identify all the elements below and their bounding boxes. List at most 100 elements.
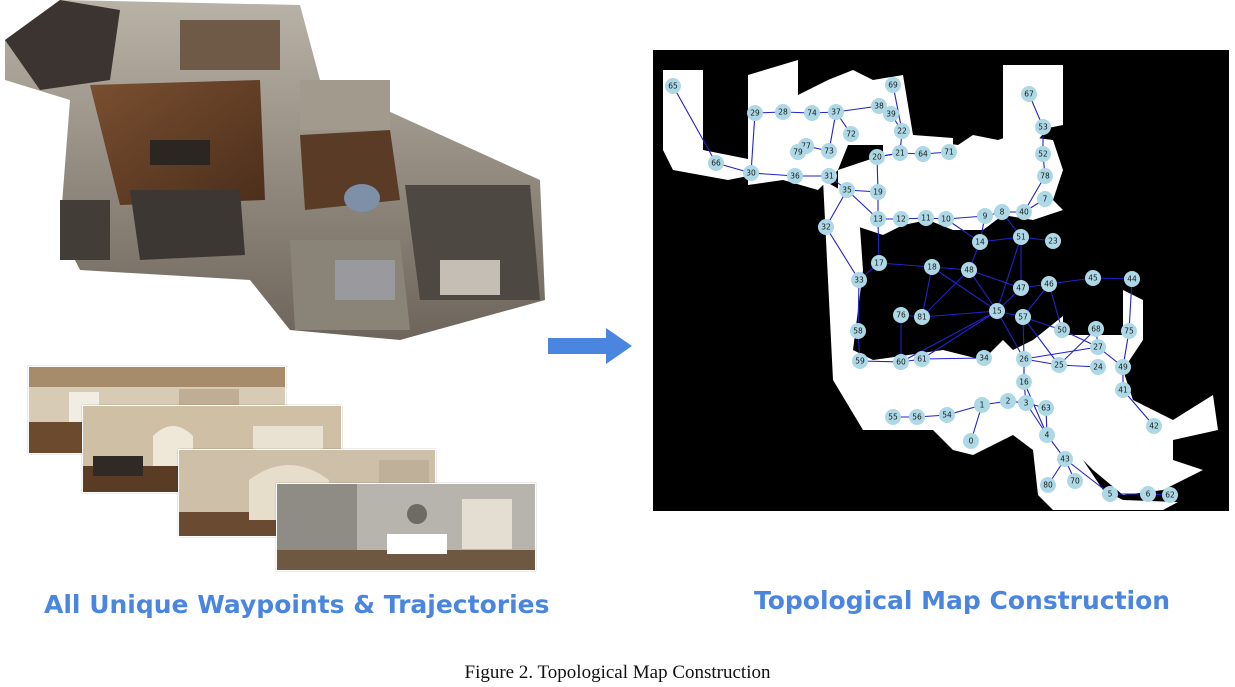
map-node-circle [915, 146, 931, 162]
map-node-label: 28 [778, 108, 788, 117]
map-node: 27 [1090, 339, 1106, 355]
map-node: 65 [665, 78, 681, 94]
map-node-label: 71 [944, 148, 954, 157]
map-edge [968, 269, 998, 312]
map-node-label: 34 [979, 354, 989, 363]
map-edge [878, 262, 933, 268]
map-node: 76 [893, 307, 909, 323]
map-node-circle [976, 350, 992, 366]
map-node-label: 54 [942, 411, 952, 420]
map-node-label: 75 [1124, 327, 1134, 336]
map-node-label: 39 [886, 110, 896, 119]
map-node: 55 [885, 409, 901, 425]
map-node-circle [894, 123, 910, 139]
map-edge [1023, 381, 1048, 436]
map-node-circle [883, 106, 899, 122]
map-node-circle [743, 165, 759, 181]
map-node: 10 [938, 211, 954, 227]
map-node-circle [821, 168, 837, 184]
map-node: 15 [989, 303, 1005, 319]
map-node-label: 60 [896, 358, 906, 367]
map-node-label: 50 [1057, 326, 1067, 335]
map-node-label: 61 [917, 355, 927, 364]
map-node: 26 [1016, 351, 1032, 367]
map-node-label: 30 [746, 169, 756, 178]
map-node-circle [804, 105, 820, 121]
map-node-label: 64 [918, 150, 928, 159]
map-node-circle [1090, 359, 1106, 375]
map-node-circle [1090, 339, 1106, 355]
map-edge [921, 310, 998, 360]
map-edge [968, 269, 1022, 289]
map-node-circle [1121, 323, 1137, 339]
map-node-circle [850, 323, 866, 339]
map-node: 42 [1146, 418, 1162, 434]
map-node-circle [972, 234, 988, 250]
map-edge [672, 85, 717, 164]
map-node: 34 [976, 350, 992, 366]
map-node: 73 [821, 143, 837, 159]
map-edge [921, 310, 998, 318]
map-node-label: 69 [888, 81, 898, 90]
map-node-label: 53 [1038, 123, 1048, 132]
map-node: 31 [821, 168, 837, 184]
map-node-label: 63 [1041, 404, 1051, 413]
map-node: 21 [892, 145, 908, 161]
map-node-circle [1067, 473, 1083, 489]
map-node-circle [1016, 374, 1032, 390]
map-node-circle [1018, 395, 1034, 411]
map-node: 49 [1115, 359, 1131, 375]
map-node-label: 6 [1146, 490, 1151, 499]
map-node-label: 4 [1045, 431, 1050, 440]
map-node-circle [938, 211, 954, 227]
map-node-label: 17 [874, 259, 884, 268]
map-node: 48 [961, 262, 977, 278]
map-edge [921, 266, 933, 318]
map-edge [921, 357, 985, 360]
map-node-label: 37 [831, 108, 841, 117]
right-arrow-icon [548, 328, 632, 364]
map-node-label: 9 [983, 212, 988, 221]
map-node-circle [974, 397, 990, 413]
map-node: 6 [1140, 486, 1156, 502]
figure-caption: Figure 2. Topological Map Construction [464, 662, 771, 683]
map-node-circle [871, 98, 887, 114]
map-node-circle [1016, 204, 1032, 220]
map-node: 66 [708, 155, 724, 171]
map-node-circle [963, 433, 979, 449]
map-node-label: 5 [1108, 490, 1113, 499]
map-node-circle [994, 204, 1010, 220]
map-node-circle [1015, 309, 1031, 325]
map-node-label: 48 [964, 266, 974, 275]
map-node: 61 [914, 351, 930, 367]
map-node-circle [1088, 321, 1104, 337]
map-node-circle [914, 309, 930, 325]
map-node: 69 [885, 77, 901, 93]
map-node: 43 [1057, 451, 1073, 467]
map-node: 33 [851, 272, 867, 288]
map-node-circle [871, 255, 887, 271]
map-node: 58 [850, 323, 866, 339]
map-node: 52 [1035, 146, 1051, 162]
map-node-label: 14 [975, 238, 985, 247]
map-node-circle [665, 78, 681, 94]
map-node: 72 [843, 126, 859, 142]
map-edge [1058, 328, 1097, 366]
map-node: 32 [818, 219, 834, 235]
map-edge [996, 310, 1025, 360]
map-node-label: 76 [896, 311, 906, 320]
map-node-circle [1102, 486, 1118, 502]
map-node: 40 [1016, 204, 1032, 220]
map-node-label: 81 [917, 313, 927, 322]
map-node-label: 52 [1038, 150, 1048, 159]
map-node-label: 0 [969, 437, 974, 446]
map-node: 12 [893, 211, 909, 227]
map-edge [1023, 346, 1099, 360]
map-node: 5 [1102, 486, 1118, 502]
map-node-label: 19 [873, 188, 883, 197]
map-node: 70 [1067, 473, 1083, 489]
map-node: 8 [994, 204, 1010, 220]
map-node-circle [1054, 322, 1070, 338]
map-node: 38 [871, 98, 887, 114]
map-node: 60 [893, 354, 909, 370]
